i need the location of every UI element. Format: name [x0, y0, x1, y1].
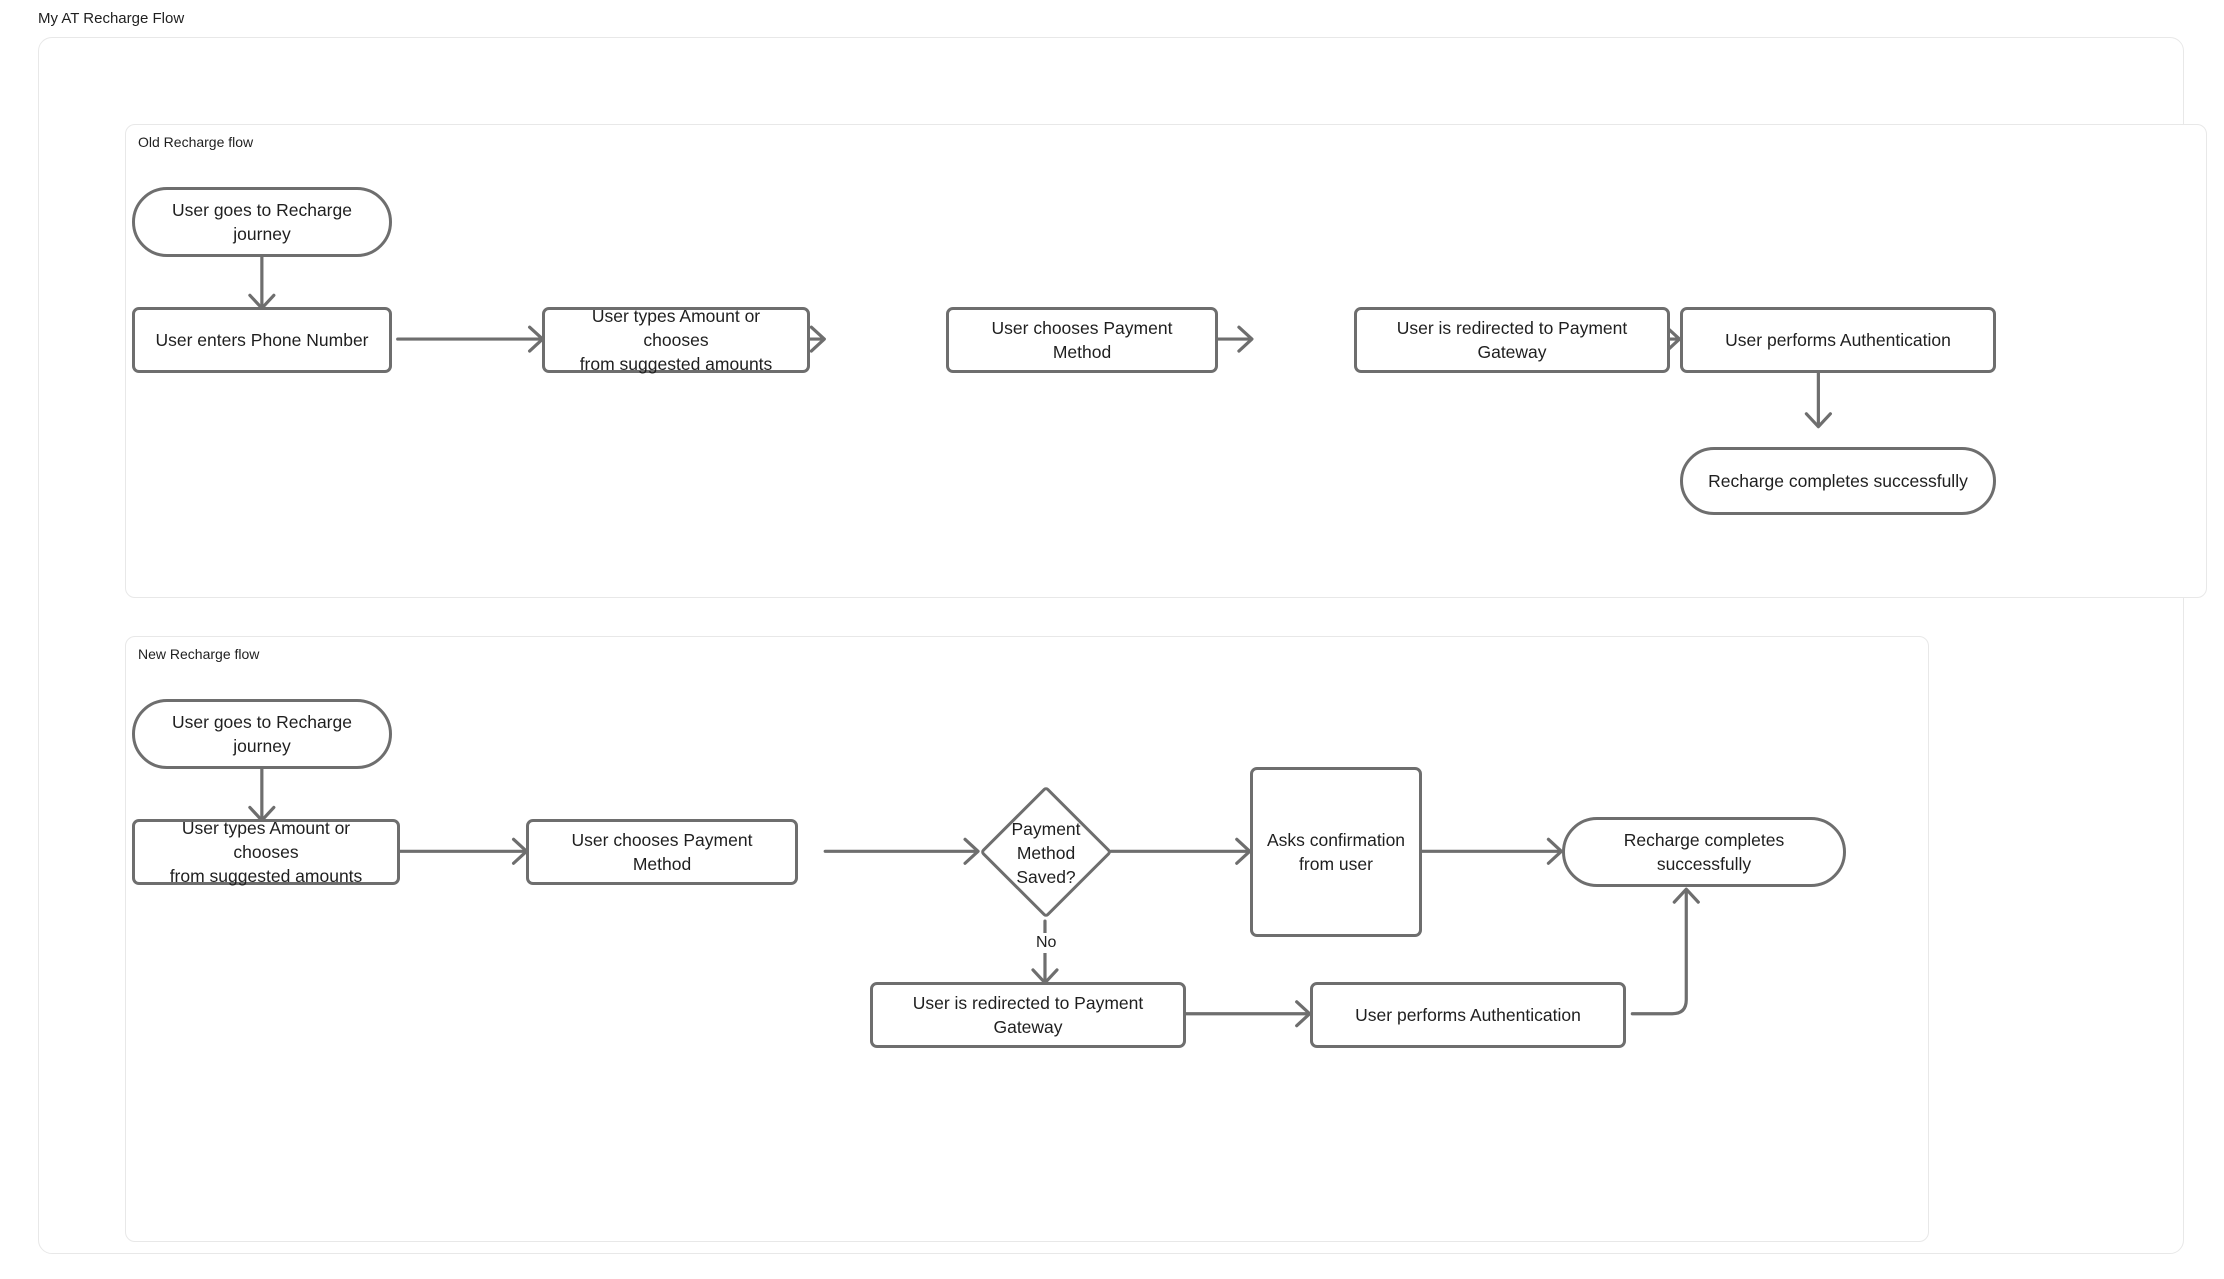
edge-label-no: No	[1032, 933, 1061, 953]
node-new-asks-confirmation[interactable]: Asks confirmation from user	[1250, 767, 1422, 937]
node-new-redirected-payment-gateway[interactable]: User is redirected to Payment Gateway	[870, 982, 1186, 1048]
subgraph-label-old: Old Recharge flow	[138, 134, 254, 150]
node-label: User chooses Payment Method	[991, 318, 1173, 362]
diagram-canvas: Old Recharge flow	[38, 37, 2207, 1254]
node-label-line-2: Method	[1016, 843, 1076, 863]
node-label-line-2: from suggested amounts	[169, 866, 363, 886]
subgraph-old-recharge-flow: Old Recharge flow	[125, 124, 2207, 598]
node-label: User enters Phone Number	[155, 330, 369, 350]
node-label-line-3: Saved?	[1016, 867, 1076, 887]
node-label-line-2: from suggested amounts	[579, 354, 773, 374]
node-label-line-1: Payment	[1011, 819, 1081, 839]
node-old-types-amount[interactable]: User types Amount or chooses from sugges…	[542, 306, 810, 374]
node-label: Recharge completes successfully	[1708, 471, 1968, 491]
node-label: User goes to Recharge journey	[172, 712, 352, 756]
node-new-performs-authentication[interactable]: User performs Authentication	[1310, 982, 1626, 1048]
node-label: Recharge completes successfully	[1623, 830, 1785, 874]
node-new-start[interactable]: User goes to Recharge journey	[132, 699, 392, 769]
subgraph-label-new: New Recharge flow	[138, 646, 260, 662]
subgraph-new-recharge-flow: New Recharge flow	[125, 636, 1929, 1242]
node-old-redirected-payment-gateway[interactable]: User is redirected to Payment Gateway	[1354, 307, 1670, 373]
node-old-recharge-completes[interactable]: Recharge completes successfully	[1680, 447, 1996, 515]
node-old-enter-phone-number[interactable]: User enters Phone Number	[132, 307, 392, 373]
node-label-line-1: Asks confirmation	[1266, 830, 1406, 850]
node-label: User performs Authentication	[1355, 1005, 1581, 1025]
node-new-recharge-completes[interactable]: Recharge completes successfully	[1562, 817, 1846, 887]
node-label: User is redirected to Payment Gateway	[912, 993, 1144, 1037]
node-old-performs-authentication[interactable]: User performs Authentication	[1680, 307, 1996, 373]
new-flow-edges	[248, 765, 1700, 1028]
node-label-line-1: User types Amount or chooses	[181, 818, 351, 862]
node-label-line-2: from user	[1299, 854, 1373, 874]
node-label: User chooses Payment Method	[571, 830, 753, 874]
node-new-payment-method-saved: Payment Method Saved?	[976, 815, 1116, 891]
node-old-start[interactable]: User goes to Recharge journey	[132, 187, 392, 257]
node-label-line-1: User types Amount or chooses	[591, 306, 761, 350]
node-new-chooses-payment-method[interactable]: User chooses Payment Method	[526, 819, 798, 885]
node-label: User performs Authentication	[1725, 330, 1951, 350]
node-label: User is redirected to Payment Gateway	[1396, 318, 1628, 362]
node-label: User goes to Recharge journey	[172, 200, 352, 244]
node-new-types-amount[interactable]: User types Amount or chooses from sugges…	[132, 818, 400, 886]
page-title: My AT Recharge Flow	[38, 10, 185, 27]
node-old-chooses-payment-method[interactable]: User chooses Payment Method	[946, 307, 1218, 373]
